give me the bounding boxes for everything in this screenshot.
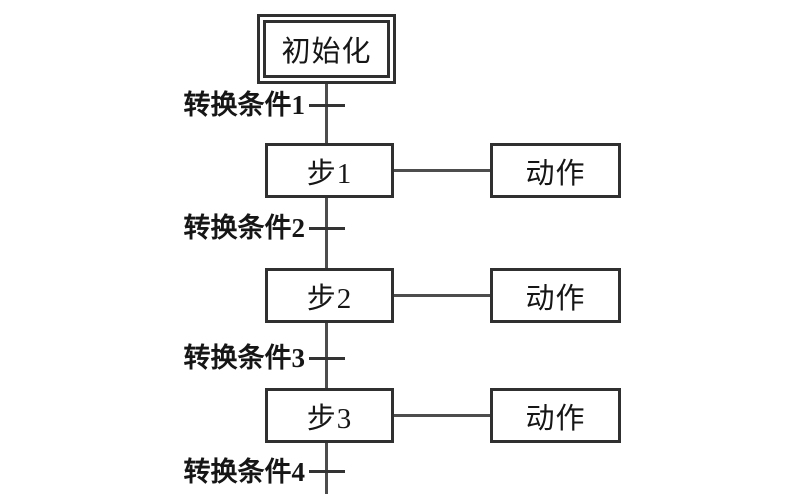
transition-bar-4: [309, 470, 345, 473]
step-box-2: 步2: [265, 268, 394, 323]
initial-step-box: 初始化: [257, 14, 396, 84]
action-box-2: 动作: [490, 268, 621, 323]
connector-line-1: [394, 169, 490, 172]
transition-label-1: 转换条件1: [183, 90, 306, 120]
transition-bar-1: [309, 104, 345, 107]
step-box-1: 步1: [265, 143, 394, 198]
transition-bar-3: [309, 357, 345, 360]
action-box-1: 动作: [490, 143, 621, 198]
step-box-3: 步3: [265, 388, 394, 443]
transition-label-3: 转换条件3: [183, 343, 306, 373]
transition-bar-2: [309, 227, 345, 230]
transition-label-2: 转换条件2: [183, 213, 306, 243]
transition-label-4: 转换条件4: [183, 457, 306, 487]
connector-line-3: [394, 414, 490, 417]
action-box-3: 动作: [490, 388, 621, 443]
initial-step-label: 初始化: [263, 20, 390, 78]
connector-line-2: [394, 294, 490, 297]
